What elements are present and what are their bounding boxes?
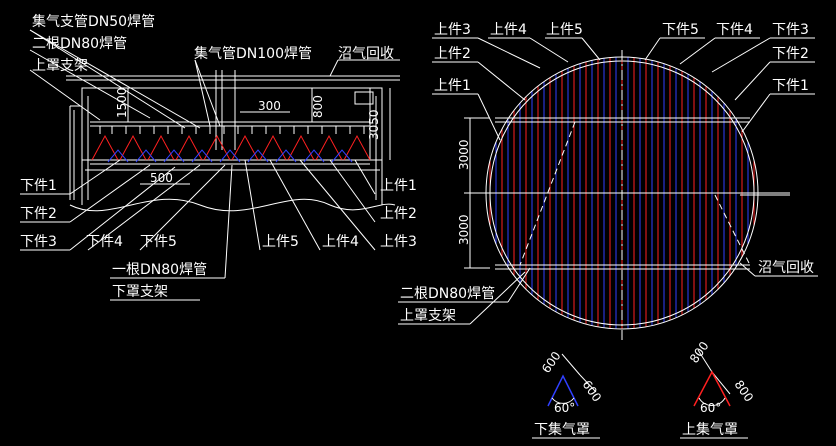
leaders-right <box>398 37 818 325</box>
label-lower3-right: 下件3 <box>772 22 809 38</box>
dim-300: 300 <box>258 99 281 113</box>
label-lower5-right: 下件5 <box>662 22 699 38</box>
label-two-dn80-right: 二根DN80焊管 <box>400 286 495 302</box>
label-lower4-left: 下件4 <box>86 234 123 250</box>
label-upper4-left: 上件4 <box>322 234 359 250</box>
label-upper2-right: 上件2 <box>434 46 471 62</box>
dim-1500: 1500 <box>115 87 129 118</box>
label-upper-support: 上罩支架 <box>32 58 88 74</box>
detail-upper-hood: 800 800 60° 上集气罩 <box>680 339 757 439</box>
label-lower2-right: 下件2 <box>772 46 809 62</box>
upper-hood-side-b: 800 <box>732 378 757 405</box>
label-lower-support: 下罩支架 <box>112 284 168 300</box>
diag-dash-a <box>519 121 576 266</box>
label-lower2-left: 下件2 <box>20 206 57 222</box>
plan-view: 3000 3000 上件3 上件4 上件5 上件2 上件1 下件5 下件4 下件… <box>398 22 818 340</box>
label-lower5-left: 下件5 <box>140 234 177 250</box>
label-two-dn80: 二根DN80焊管 <box>32 36 127 52</box>
label-biogas-recovery-left: 沼气回收 <box>338 46 394 62</box>
label-upper5-left: 上件5 <box>262 234 299 250</box>
label-lower1-left: 下件1 <box>20 178 57 194</box>
label-lower3-left: 下件3 <box>20 234 57 250</box>
valve <box>354 91 374 105</box>
label-upper2-left: 上件2 <box>380 206 417 222</box>
dim-3000-a: 3000 <box>457 139 471 170</box>
lower-hoods <box>107 149 353 163</box>
upper-hood-side-a: 800 <box>687 339 712 366</box>
label-biogas-recovery-right: 沼气回收 <box>758 260 814 276</box>
dim-500: 500 <box>150 171 173 185</box>
lower-hood-side-b: 600 <box>580 378 605 405</box>
lower-hood-angle: 60° <box>554 401 575 415</box>
label-gas-main: 集气管DN100焊管 <box>194 45 312 62</box>
label-upper1-left: 上件1 <box>380 178 417 194</box>
dim-3000-b: 3000 <box>457 214 471 245</box>
lower-hood-side-a: 600 <box>539 349 564 376</box>
label-upper3-right: 上件3 <box>434 22 471 38</box>
label-gas-branch: 集气支管DN50焊管 <box>32 13 155 30</box>
upper-hoods <box>91 134 371 161</box>
label-upper3-left: 上件3 <box>380 234 417 250</box>
gas-branch-pipes <box>99 126 365 134</box>
lower-hood-title: 下集气罩 <box>534 421 590 438</box>
upper-hood-title: 上集气罩 <box>682 421 738 438</box>
upper-hood-angle: 60° <box>700 401 721 415</box>
label-one-dn80: 一根DN80焊管 <box>112 262 207 278</box>
label-lower4-right: 下件4 <box>716 22 753 38</box>
label-upper5-right: 上件5 <box>546 22 583 38</box>
dim-3050: 3050 <box>367 109 381 140</box>
label-upper4-right: 上件4 <box>490 22 527 38</box>
dim-800: 800 <box>311 95 325 118</box>
elevation-view: 集气支管DN50焊管 二根DN80焊管 上罩支架 集气管DN100焊管 沼气回收… <box>20 13 417 301</box>
break-line <box>69 198 396 212</box>
detail-lower-hood: 600 600 60° 下集气罩 <box>532 349 605 439</box>
leaders-left <box>20 29 400 279</box>
label-lower1-right: 下件1 <box>772 78 809 94</box>
label-upper1-right: 上件1 <box>434 78 471 94</box>
label-upper-support-right: 上罩支架 <box>400 308 456 324</box>
diag-dash-b <box>714 194 751 266</box>
